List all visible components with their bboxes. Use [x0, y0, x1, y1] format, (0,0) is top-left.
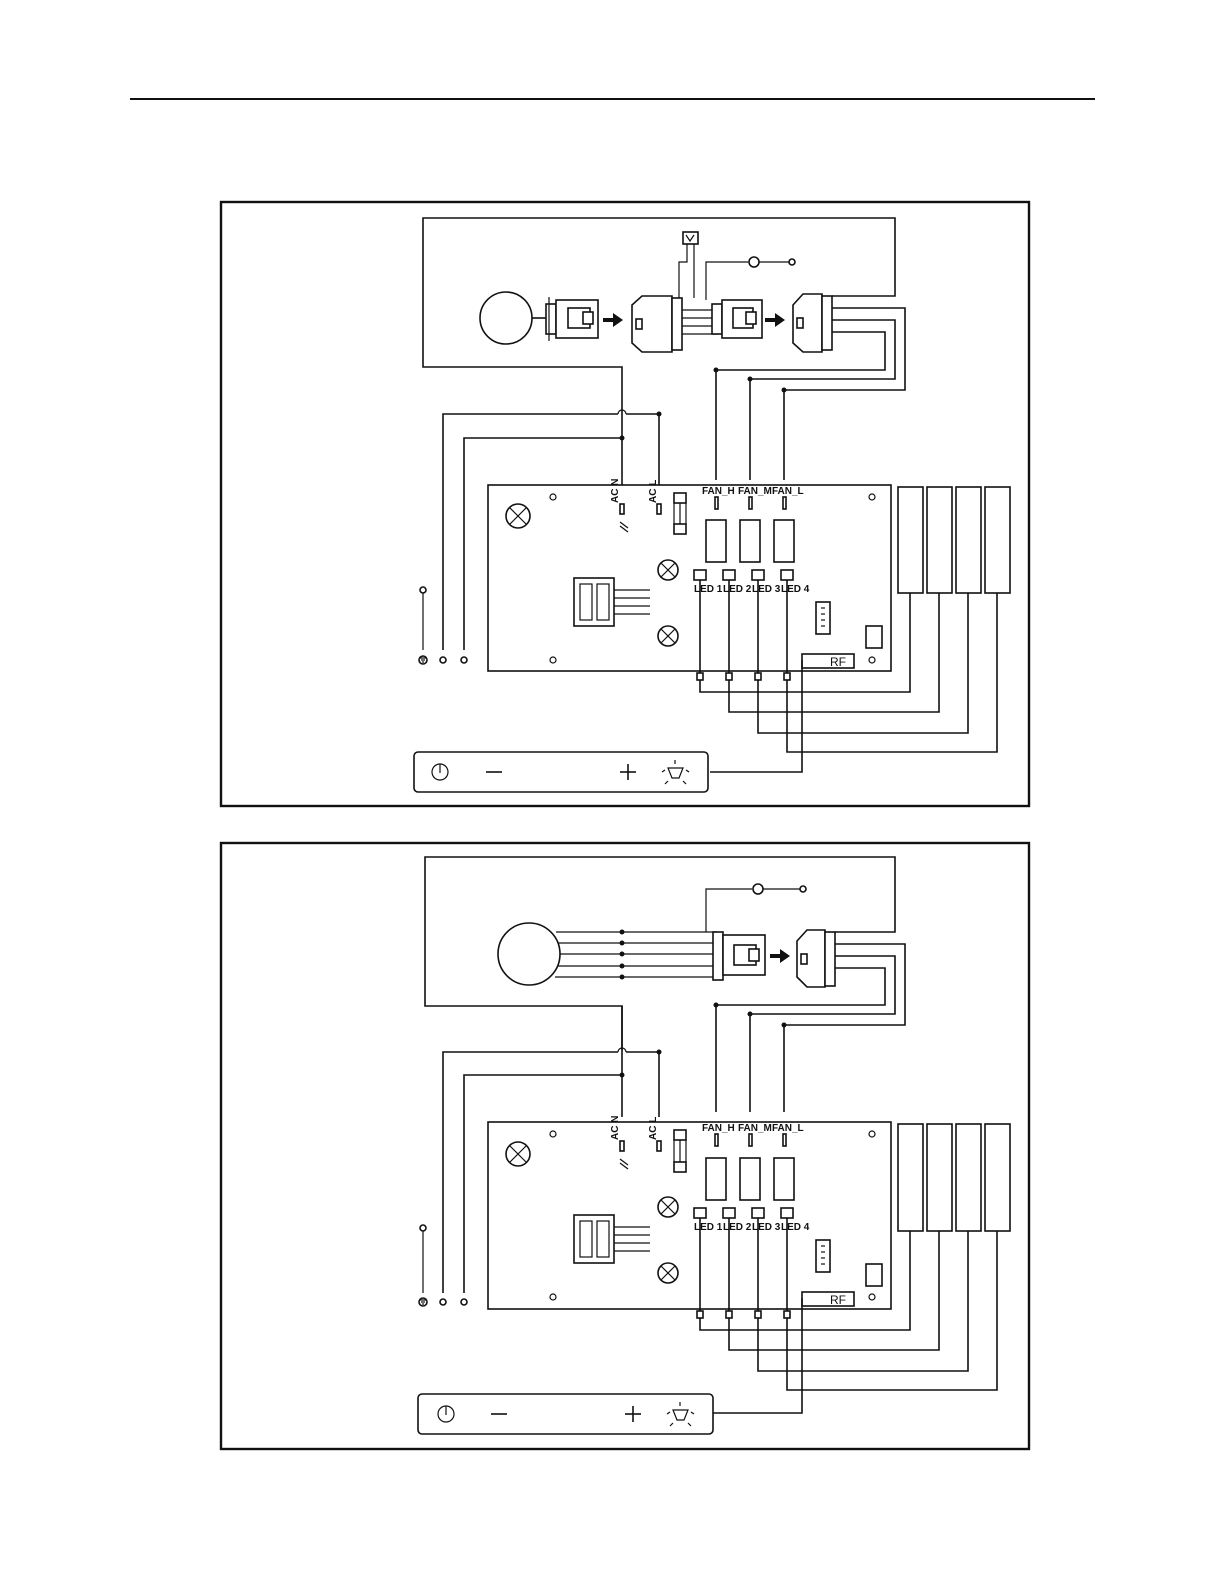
led-connector [723, 1208, 735, 1218]
plug-connector-c [713, 932, 765, 980]
led-strip [927, 1124, 952, 1231]
relay [740, 1158, 760, 1200]
control-panel [414, 752, 708, 792]
socket-connector-b [632, 296, 682, 352]
rf-chip [866, 1264, 882, 1286]
socket-connector-d [793, 294, 832, 352]
motor-circle [498, 923, 560, 985]
motor-circle [480, 292, 532, 344]
control-panel [418, 1394, 713, 1434]
fan-m-label: FAN_M [738, 486, 772, 497]
switch-symbol [749, 257, 759, 267]
led-strip [956, 487, 981, 593]
ac-n-label: AC N [610, 1116, 621, 1140]
arrow-c [770, 949, 790, 963]
led-strip [985, 487, 1010, 593]
thermal-fuse-component [683, 232, 698, 244]
wiring-diagram-2: AC N AC L FAN_H FAN_M FAN_L LED 1 [221, 843, 1029, 1449]
arrow-c [765, 313, 785, 327]
fan-l-label: FAN_L [772, 486, 804, 497]
relay [740, 520, 760, 562]
led-connector [694, 570, 706, 580]
led3-label: LED 3 [752, 584, 781, 595]
fan-l-label: FAN_L [772, 1123, 804, 1134]
led-connector [752, 570, 764, 580]
led-strip [985, 1124, 1010, 1231]
led-strip [898, 487, 923, 593]
socket-connector-d [797, 930, 835, 987]
display-connector [816, 602, 830, 634]
ac-l-label: AC L [648, 480, 659, 503]
fan-m-label: FAN_M [738, 1123, 772, 1134]
led-connector [694, 1208, 706, 1218]
led4-label: LED 4 [781, 584, 810, 595]
switch-symbol [753, 884, 763, 894]
relay [774, 1158, 794, 1200]
led1-label: LED 1 [694, 1222, 723, 1233]
led2-label: LED 2 [723, 1222, 752, 1233]
plug-connector-c [712, 300, 762, 338]
relay [774, 520, 794, 562]
rf-label: RF [830, 655, 846, 669]
arrow-a [603, 313, 623, 327]
led-connector [781, 570, 793, 580]
led-connector [723, 570, 735, 580]
ac-l-label: AC L [648, 1117, 659, 1140]
led-strip [898, 1124, 923, 1231]
led-connector [781, 1208, 793, 1218]
led1-label: LED 1 [694, 584, 723, 595]
rf-module [802, 1292, 854, 1306]
rf-module [802, 654, 854, 668]
led-strip [927, 487, 952, 593]
led3-label: LED 3 [752, 1222, 781, 1233]
led-strip [956, 1124, 981, 1231]
control-pcb: AC N AC L FAN_H FAN_M FAN_L [488, 479, 891, 671]
relay [706, 520, 726, 562]
rf-chip [866, 626, 882, 648]
led2-label: LED 2 [723, 584, 752, 595]
ac-n-label: AC N [610, 479, 621, 503]
rf-label: RF [830, 1293, 846, 1307]
display-connector [816, 1240, 830, 1272]
led4-label: LED 4 [781, 1222, 810, 1233]
plug-connector-a [546, 297, 598, 341]
wiring-diagram-1: AC N AC L FAN_H FAN_M FAN_L [221, 202, 1029, 806]
fan-h-label: FAN_H [702, 1123, 735, 1134]
fan-h-label: FAN_H [702, 486, 735, 497]
control-pcb: AC N AC L FAN_H FAN_M FAN_L LED 1 [488, 1116, 891, 1309]
led-connector [752, 1208, 764, 1218]
relay [706, 1158, 726, 1200]
